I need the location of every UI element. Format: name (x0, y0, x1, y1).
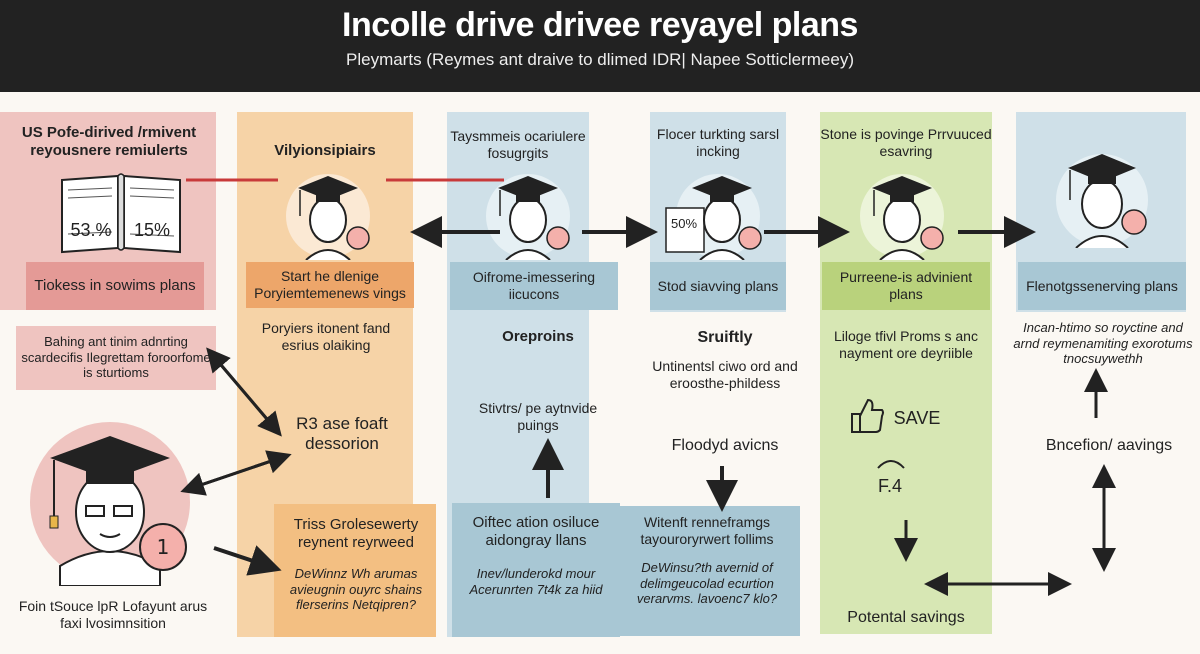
col5-fx: F.4 (877, 476, 902, 496)
col4-title: Flocer turkting sarsl incking (656, 126, 780, 159)
col3-box-body: Inev/lunderokd mour Acerunrten 7t4k za h… (469, 566, 603, 597)
book-icon (56, 172, 186, 254)
graduate-icon-col5 (852, 168, 952, 260)
col2-label-box: Start he dlenige Poryiemtemenews vings (246, 262, 414, 308)
col4-text2: Untinentsl ciwo ord and eroosthe-phildes… (652, 358, 798, 391)
graduate-icon-col6 (1046, 144, 1158, 248)
col1-bottom-text: Foin tSouce lpR Lofayunt arus faxi lvosi… (18, 598, 208, 631)
col4-text1: Sruiftly (697, 329, 753, 346)
page-subtitle: Pleymarts (Reymes ant draive to dlimed I… (346, 50, 854, 69)
col4-device-text: 50% (670, 216, 698, 231)
col2-text1: Poryiers itonent fand esrius olaiking (261, 320, 391, 353)
col3-text1: Oreproins (502, 328, 574, 345)
col1-title: US Pofe-dirived /rmivent reyousnere remi… (21, 124, 197, 159)
col4-bottom-box (614, 506, 800, 636)
svg-text:1: 1 (157, 535, 170, 559)
col6-title-box: Flenotgssenerving plans (1018, 262, 1186, 310)
col4-text3: Floodyd avicns (671, 437, 779, 454)
arrow-portrait-to-box (213, 545, 282, 576)
col3-bottom-box (452, 503, 620, 637)
col2-box-title: Triss Grolesewerty reynent reyrweed (293, 516, 419, 551)
col1-note: Bahing ant tinim adnrting scardecifis Il… (21, 334, 211, 381)
col2-bottom-box (274, 504, 436, 637)
col6-text1: Incan-htimo so royctine and arnd reymena… (1013, 320, 1193, 367)
book-right-value: 15% (133, 220, 171, 240)
col4-box-body: DeWinsu?th avernid of delimgeucolad ecur… (636, 560, 778, 607)
col5-label-box: Purreene-is advinient plans (822, 262, 990, 310)
page-title: Incolle drive drivee reyayel plans (342, 6, 858, 44)
col5-text1: Liloge tfivl Proms s anc nayment ore dey… (834, 328, 978, 361)
currency-symbol-icon (868, 454, 914, 500)
header-bar: Incolle drive drivee reyayel plans Pleym… (0, 0, 1200, 92)
col6-text2: Bncefion/ aavings (1045, 437, 1173, 454)
col2-box-body: DeWinnz Wh arumas avieugnin ouyrc shains… (289, 566, 423, 613)
save-label: SAVE (893, 408, 941, 428)
graduate-icon-col2 (278, 168, 378, 260)
col3-box-title: Oiftec ation osiluce aidongray llans (472, 514, 600, 549)
col5-title: Stone is povinge Prrvuuced esavring (820, 126, 992, 159)
col5-bottom-text: Potental savings (847, 609, 965, 626)
col2-text2: R3 ase foaft dessorion (296, 414, 388, 454)
col4-box-title: Witenft renneframgs tayouroryrwert folli… (640, 514, 774, 547)
col4-label-box: Stod siavving plans (650, 262, 786, 310)
col3-text2: Stivtrs/ pe aytnvide puings (478, 400, 598, 433)
graduate-icon-col3 (478, 168, 578, 260)
book-left-value: 53.% (70, 220, 112, 240)
calculator-badge-icon: 1 (138, 522, 188, 572)
arrow-col2-to-portrait (180, 454, 287, 496)
arrow-col2-to-note (206, 347, 280, 433)
thumbs-up-icon (850, 396, 886, 436)
col1-note-panel (16, 326, 216, 390)
col3-title: Taysmmeis ocariulere fosugrgits (450, 128, 586, 161)
col3-label-box: Oifrome-imessering iicucons (450, 262, 618, 310)
col1-label-box: Tiokess in sowims plans (26, 262, 204, 310)
graduate-icon-col4 (662, 168, 774, 260)
col2-title: Vilyionsipiairs (274, 142, 376, 159)
